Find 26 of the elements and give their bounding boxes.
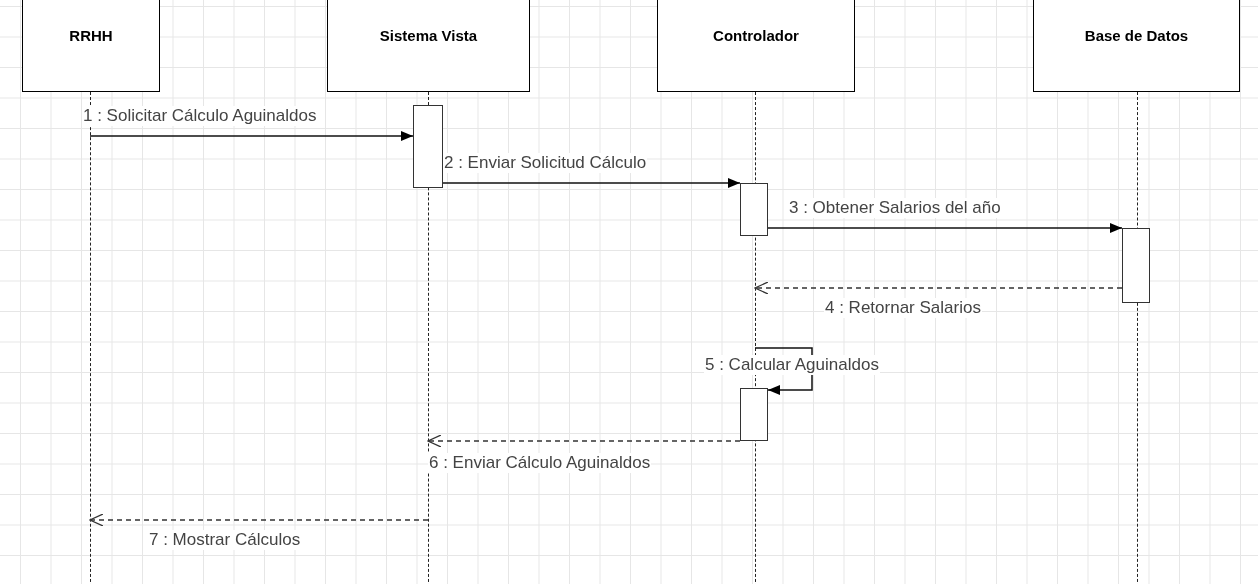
return-message-arrow xyxy=(754,281,1123,295)
activation-bar xyxy=(740,388,768,441)
edge-label: 1 : Solicitar Cálculo Aguinaldos xyxy=(82,106,318,126)
activation-bar xyxy=(1122,228,1150,303)
participant-name: Controlador xyxy=(713,27,799,44)
lifeline-header-box xyxy=(22,0,160,92)
edge-label: 4 : Retornar Salarios xyxy=(824,298,982,318)
lifeline-header-box xyxy=(1033,0,1240,92)
edge-label: 5 : Calcular Aguinaldos xyxy=(704,355,880,375)
edge-label: 3 : Obtener Salarios del año xyxy=(788,198,1002,218)
activation-bar xyxy=(740,183,768,236)
message-arrow xyxy=(442,178,741,188)
message-arrow xyxy=(754,347,813,395)
activation-bar xyxy=(413,105,443,188)
edge-label: 6 : Enviar Cálculo Aguinaldos xyxy=(428,453,652,473)
return-message-arrow xyxy=(89,513,429,527)
lifeline-header-box xyxy=(327,0,530,92)
participant-name: Sistema Vista xyxy=(379,27,478,44)
lifeline-header-box xyxy=(657,0,855,92)
edge-label: 2 : Enviar Solicitud Cálculo xyxy=(443,153,648,173)
message-arrow xyxy=(767,223,1123,233)
message-arrow xyxy=(89,131,414,141)
participant-name: Base de Datos xyxy=(1084,27,1189,44)
edge-label: 7 : Mostrar Cálculos xyxy=(148,530,302,550)
return-message-arrow xyxy=(427,434,741,448)
participant-name: RRHH xyxy=(69,27,113,44)
